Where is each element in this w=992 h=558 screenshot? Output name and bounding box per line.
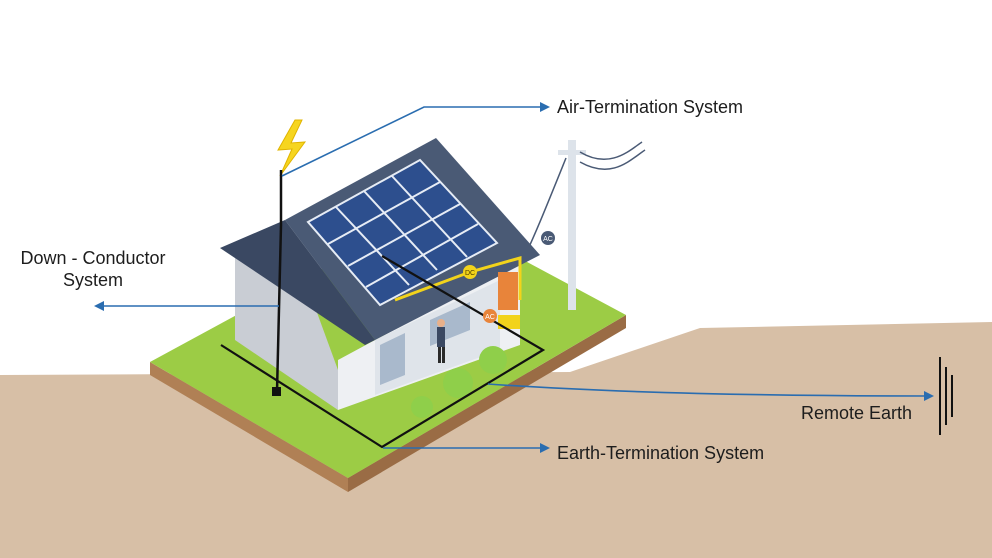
down-conductor-label-line1: Down - Conductor <box>20 248 166 268</box>
inverter <box>498 272 518 310</box>
remote-earth-arrow <box>487 383 934 401</box>
bush <box>479 346 507 374</box>
ac-inverter-badge: AC <box>483 309 497 323</box>
annotation-arrows <box>94 102 934 453</box>
lightning-bolt-icon <box>277 119 307 177</box>
earthing-conductors <box>220 170 546 449</box>
house <box>220 138 540 418</box>
dc-badge: DC <box>463 265 477 279</box>
earth-termination-label: Earth-Termination System <box>557 443 765 463</box>
ac-pole-badge: AC <box>541 231 555 245</box>
utility-pole <box>521 140 646 310</box>
bush <box>443 368 473 398</box>
air-termination-label: Air-Termination System <box>557 97 744 117</box>
person-figure <box>437 319 445 363</box>
ring-earth-electrode <box>220 255 546 449</box>
solar-panel-array <box>306 158 499 307</box>
down-conductor-label: Down - Conductor System <box>8 247 178 291</box>
svg-text:AC: AC <box>485 314 495 321</box>
down-conductor <box>275 224 283 393</box>
window <box>380 333 405 385</box>
air-termination-arrow <box>281 102 550 177</box>
bush <box>411 396 433 418</box>
down-conductor-label-line2: System <box>62 270 123 290</box>
remote-earth-symbol <box>939 357 953 435</box>
remote-earth-label: Remote Earth <box>801 403 913 423</box>
svg-text:DC: DC <box>465 270 475 277</box>
test-joint <box>272 387 281 396</box>
battery <box>498 315 520 329</box>
svg-text:AC: AC <box>543 236 553 243</box>
